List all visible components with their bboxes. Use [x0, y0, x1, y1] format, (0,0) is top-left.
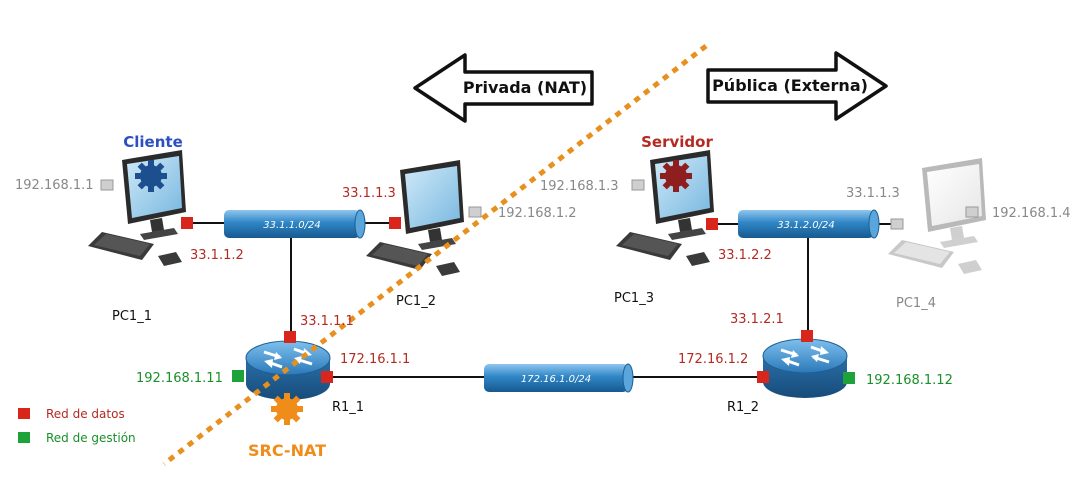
- r1_2-mgmt-ip: 192.168.1.12: [866, 373, 953, 388]
- network-tube-right: [738, 209, 880, 239]
- r1_1-mgmt-ip: 192.168.1.11: [136, 371, 223, 386]
- legend-mgmt-label: Red de gestión: [46, 431, 136, 445]
- port-mgmt: [965, 206, 979, 218]
- port-data: [284, 331, 296, 343]
- port-mgmt: [100, 179, 114, 191]
- arrow-left-icon: [413, 53, 594, 123]
- r1_2-lan-ip: 33.1.2.1: [730, 312, 784, 327]
- arrow-right-label: Pública (Externa): [712, 76, 868, 95]
- gear-icon: [271, 393, 303, 425]
- pc1_2-data-ip: 33.1.1.3: [342, 186, 396, 201]
- network-core-label: 172.16.1.0/24: [521, 374, 591, 385]
- network-tube-core: [484, 363, 634, 393]
- legend-data-label: Red de datos: [46, 407, 125, 421]
- network-tube-left: [224, 209, 366, 239]
- port-data: [321, 371, 333, 383]
- port-data: [706, 218, 718, 230]
- legend-data-swatch: [18, 408, 30, 419]
- port-mgmt: [232, 370, 244, 382]
- network-left-label: 33.1.1.0/24: [263, 220, 320, 231]
- ports: [100, 179, 979, 384]
- port-data: [801, 330, 813, 342]
- r1_2-name: R1_2: [727, 400, 759, 415]
- pc1_4-mgmt-ip: 192.168.1.4: [992, 206, 1071, 221]
- pc-icon: [88, 150, 186, 266]
- gear-icon: [135, 160, 167, 192]
- pc1_1-name: PC1_1: [112, 309, 152, 324]
- pc1_1-mgmt-ip: 192.168.1.1: [15, 178, 94, 193]
- pc1_2-mgmt-ip: 192.168.1.2: [498, 206, 577, 221]
- port-mgmt: [890, 218, 904, 230]
- legend-mgmt-swatch: [18, 432, 30, 443]
- pc1_4-data-ip: 33.1.1.3: [846, 186, 900, 201]
- pc-icon: [366, 160, 464, 276]
- r1_1-lan-ip: 33.1.1.1: [300, 314, 354, 329]
- port-mgmt: [843, 372, 855, 384]
- nat-title: SRC-NAT: [248, 441, 326, 460]
- pc1_1-data-ip: 33.1.1.2: [190, 248, 244, 263]
- r1_1-name: R1_1: [332, 400, 364, 415]
- pc1_2-name: PC1_2: [396, 294, 436, 309]
- pc1_3-mgmt-ip: 192.168.1.3: [540, 179, 619, 194]
- port-data: [181, 217, 193, 229]
- gear-icon: [660, 160, 692, 192]
- legend: [18, 408, 30, 443]
- client-title: Cliente: [123, 133, 183, 151]
- nat-boundary-line: [162, 44, 708, 466]
- pc1_3-data-ip: 33.1.2.2: [718, 248, 772, 263]
- port-data: [757, 371, 769, 383]
- server-title: Servidor: [641, 133, 713, 151]
- arrow-left-label: Privada (NAT): [463, 78, 587, 97]
- arrow-right-icon: [706, 51, 888, 121]
- r1_2-wan-ip: 172.16.1.2: [678, 352, 748, 367]
- router-icon: [761, 337, 849, 400]
- port-mgmt: [631, 179, 645, 191]
- r1_1-wan-ip: 172.16.1.1: [340, 352, 410, 367]
- pc1_4-name: PC1_4: [896, 296, 936, 311]
- network-right-label: 33.1.2.0/24: [777, 220, 834, 231]
- port-mgmt: [468, 206, 482, 218]
- port-data: [389, 217, 401, 229]
- pc1_3-name: PC1_3: [614, 291, 654, 306]
